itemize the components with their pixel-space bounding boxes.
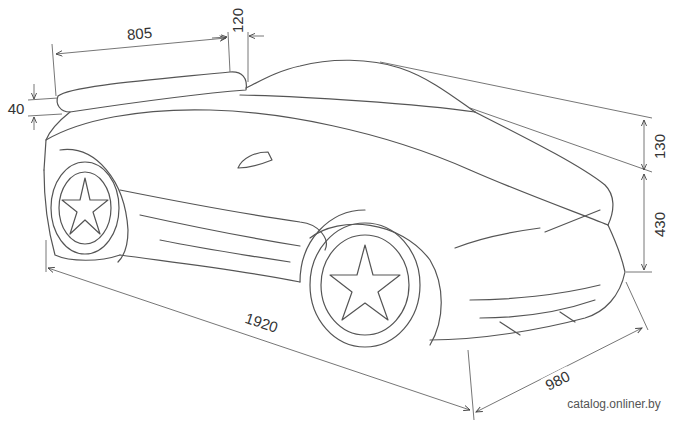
dimension-805: 805: [125, 23, 155, 42]
dimension-980: 980: [541, 366, 575, 394]
dimension-430: 430: [652, 209, 669, 238]
dimension-1920: 1920: [242, 308, 283, 336]
dimension-130: 130: [652, 131, 669, 160]
dimension-40: 40: [6, 100, 27, 117]
watermark: catalog.onliner.by: [565, 397, 662, 411]
dimension-120: 120: [230, 5, 247, 34]
